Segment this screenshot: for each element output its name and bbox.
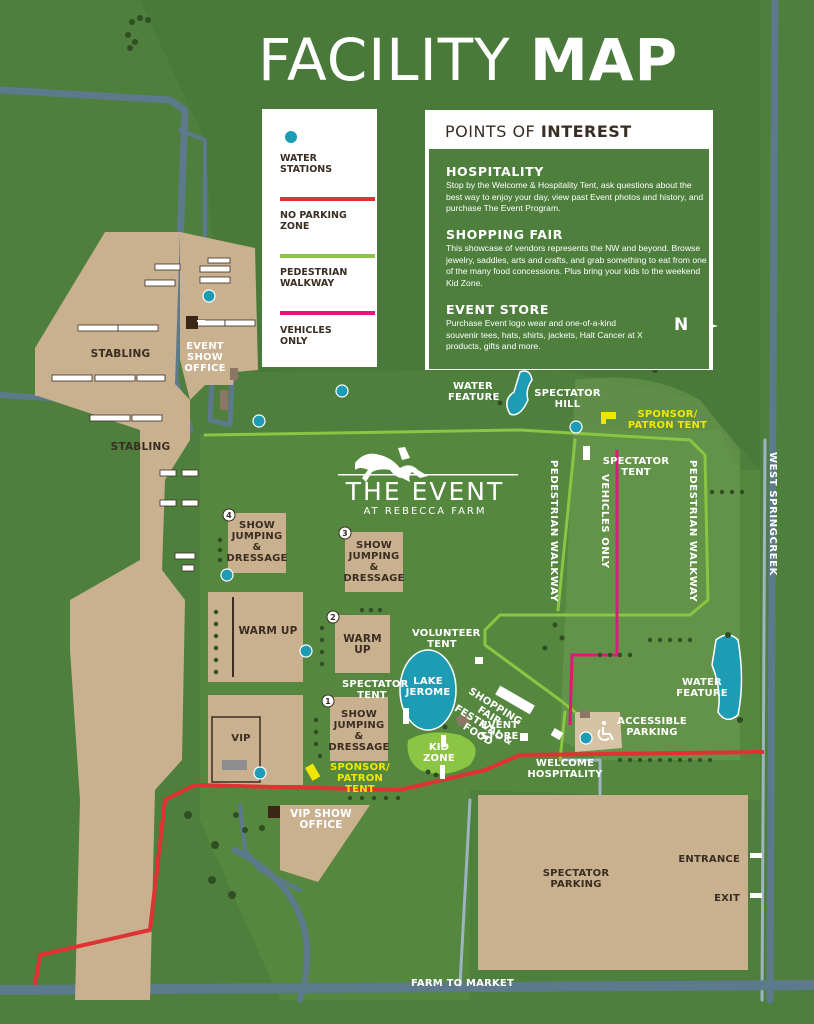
vehicles-line-icon [280, 311, 375, 315]
compass-north-label: N [674, 315, 689, 335]
poi-body: HOSPITALITY Stop by the Welcome & Hospit… [429, 149, 709, 369]
office-flag [197, 320, 205, 322]
small-buildings [220, 368, 590, 727]
stabling-barns [51, 257, 256, 572]
label-exit: EXIT [714, 893, 740, 904]
label-spectator-tent-top: SPECTATOR TENT [602, 456, 670, 478]
arena-3-number: 3 [342, 529, 348, 538]
label-warm-up-2: WARM UP [343, 633, 382, 656]
sponsor-tents [305, 412, 616, 781]
poi-hospitality-title: HOSPITALITY [446, 164, 544, 179]
map-title: FACILITY MAP [258, 26, 679, 94]
label-arena-3: SHOW JUMPING & DRESSAGE [343, 540, 405, 584]
vip-show-office-building [268, 806, 280, 818]
poi-store-title: EVENT STORE [446, 302, 550, 317]
label-kid-zone: KID ZONE [423, 742, 455, 764]
label-vip: VIP [231, 733, 251, 744]
label-pedestrian-walkway-2: PEDESTRIAN WALKWAY [687, 460, 698, 603]
trees [125, 15, 745, 899]
arena-4-number: 4 [226, 511, 232, 520]
tents [403, 446, 762, 898]
points-of-interest-panel: POINTS OF INTEREST HOSPITALITY Stop by t… [425, 110, 713, 370]
lakes [399, 370, 743, 731]
label-accessible-parking: ACCESSIBLE PARKING [617, 716, 687, 738]
label-pedestrian-walkway-1: PEDESTRIAN WALKWAY [548, 460, 559, 603]
walkway-line-icon [280, 254, 375, 258]
label-lake-jerome: LAKE JEROME [405, 676, 451, 698]
label-spectator-hill: SPECTATOR HILL [534, 388, 601, 410]
label-farm-to-market: FARM TO MARKET [411, 978, 514, 989]
arena-number-circles [222, 508, 352, 708]
logo-sub-text: AT REBECCA FARM [363, 506, 487, 517]
label-arena-4: SHOW JUMPING & DRESSAGE [226, 520, 288, 564]
label-stabling-2: STABLING [110, 441, 171, 453]
water-station-dot-icon [285, 131, 297, 143]
walkways [203, 428, 710, 762]
label-volunteer-tent: VOLUNTEER TENT [412, 628, 481, 650]
label-vehicles-only: VEHICLES ONLY [599, 474, 610, 569]
label-sponsor-tent-bottom: SPONSOR/ PATRON TENT [329, 762, 391, 795]
warm-up-divider [232, 597, 234, 677]
label-event-show-office: EVENT SHOW OFFICE [184, 341, 226, 374]
accessible-icon [597, 721, 614, 741]
event-logo: THE EVENT AT REBECCA FARM [330, 477, 520, 518]
label-spectator-tent-mid: SPECTATOR TENT [342, 679, 409, 701]
label-warm-up-1: WARM UP [238, 625, 298, 637]
spectator-hill-area [560, 377, 740, 760]
poi-shopping-text: This showcase of vendors represents the … [446, 243, 707, 288]
tan-areas [35, 232, 258, 1000]
poi-hospitality-text: Stop by the Welcome & Hospitality Tent, … [446, 180, 704, 213]
label-west-springcreek: WEST SPRINGCREEK [767, 452, 778, 576]
poi-store-text: Purchase Event logo wear and one-of-a-ki… [446, 318, 643, 351]
label-water-feature-2: WATER FEATURE [676, 677, 728, 699]
vip-structure [222, 760, 247, 770]
no-parking-line-icon [280, 197, 375, 201]
label-event-store: EVENT STORE [480, 720, 519, 742]
label-arena-1: SHOW JUMPING & DRESSAGE [328, 709, 390, 753]
label-stabling-1: STABLING [90, 348, 151, 360]
label-welcome-hospitality: WELCOME HOSPITALITY [527, 758, 603, 780]
vehicles-route [568, 450, 619, 726]
label-entrance: ENTRANCE [678, 854, 740, 865]
kid-zone [407, 732, 476, 774]
arenas [208, 513, 748, 970]
label-vip-show-office: VIP SHOW OFFICE [290, 808, 352, 831]
no-parking-line [33, 750, 765, 986]
vip-box [211, 716, 261, 783]
logo-main-text: THE EVENT [345, 477, 505, 506]
horse-rider-logo [338, 447, 518, 482]
arena-1-number: 1 [325, 697, 331, 706]
arena-2-number: 2 [330, 613, 336, 622]
water-stations [202, 289, 593, 780]
event-show-office-building [186, 316, 198, 329]
label-water-feature-1: WATER FEATURE [448, 381, 500, 403]
poi-heading: POINTS OF INTEREST [445, 122, 632, 141]
poi-shopping-title: SHOPPING FAIR [446, 227, 563, 242]
label-spectator-parking: SPECTATOR PARKING [542, 868, 610, 890]
label-sponsor-tent-top: SPONSOR/ PATRON TENT [627, 409, 708, 431]
